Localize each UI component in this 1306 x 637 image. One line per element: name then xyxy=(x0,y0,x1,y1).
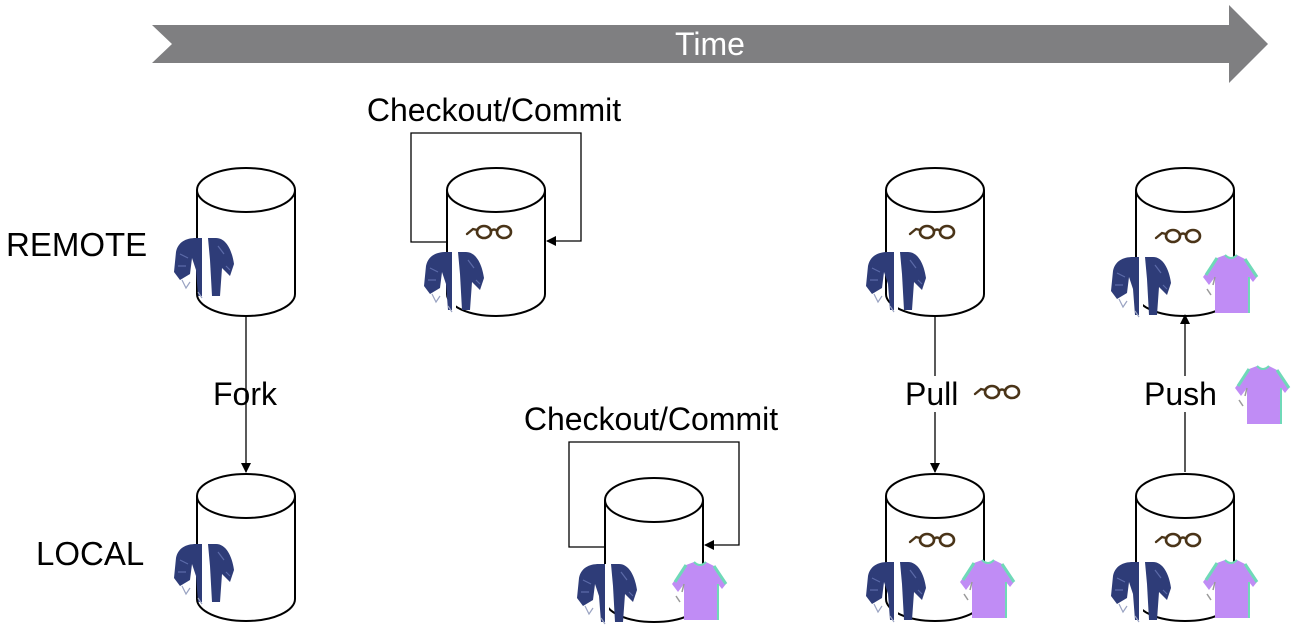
local-row-label: LOCAL xyxy=(36,535,144,572)
glasses-icon xyxy=(973,384,1021,400)
shirt-icon xyxy=(1233,364,1291,426)
pull-label: Pull xyxy=(905,376,958,412)
push-label: Push xyxy=(1144,376,1217,412)
checkout-commit-label-remote: Checkout/Commit xyxy=(367,92,621,128)
local-repo-1 xyxy=(196,473,296,622)
remote-row-label: REMOTE xyxy=(6,226,147,263)
local-repo-3 xyxy=(885,473,985,622)
remote-repo-1 xyxy=(196,167,296,317)
checkout-commit-loop-remote xyxy=(410,132,582,246)
time-arrow xyxy=(152,5,1268,83)
checkout-commit-label-local: Checkout/Commit xyxy=(524,401,778,437)
time-label: Time xyxy=(675,26,745,62)
fork-label: Fork xyxy=(213,376,278,412)
remote-repo-3 xyxy=(885,167,985,317)
checkout-commit-loop-local xyxy=(568,441,740,550)
local-repo-2 xyxy=(604,477,704,623)
